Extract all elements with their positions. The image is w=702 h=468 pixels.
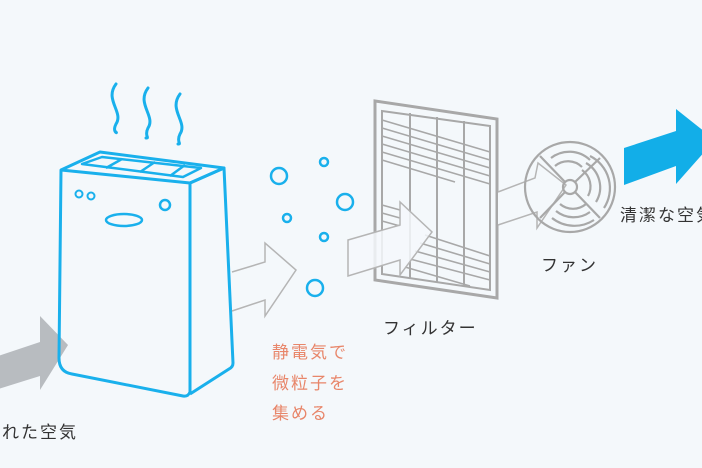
filter-label: フィルター xyxy=(383,319,478,339)
air-flow-arrow-outline xyxy=(231,241,297,319)
dirty-air-arrow xyxy=(0,316,68,390)
static-label-line3: 集める xyxy=(272,404,329,424)
steam-icon xyxy=(110,82,184,146)
fan-icon xyxy=(523,140,617,234)
dirty-air-label: 汚れた空気 xyxy=(0,423,78,443)
clean-air-label: 清潔な空気 xyxy=(620,206,702,226)
air-purifier-icon xyxy=(57,150,235,398)
fan-label: ファン xyxy=(541,256,598,276)
clean-air-arrow xyxy=(624,109,702,185)
filter-icon xyxy=(373,99,499,300)
air-flow-arrow-filter xyxy=(347,200,434,278)
static-label-line2: 微粒子を xyxy=(272,374,348,394)
particles-icon xyxy=(269,156,355,298)
static-label-line1: 静電気で xyxy=(272,343,348,363)
air-flow-arrow-fan xyxy=(497,161,568,231)
